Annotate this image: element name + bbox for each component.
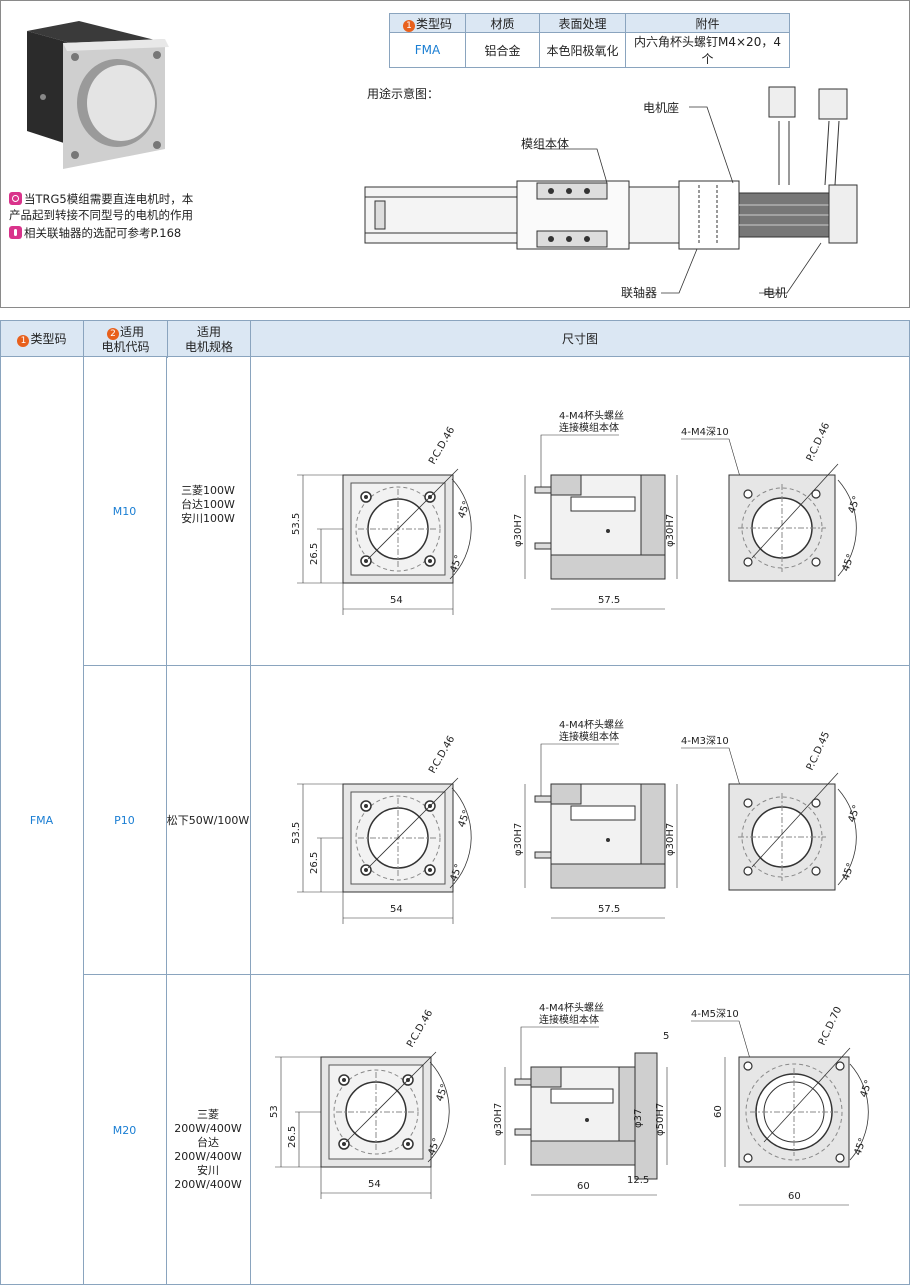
row1-code: M10 bbox=[112, 505, 137, 518]
grid-line bbox=[83, 974, 910, 975]
rear-angle-label: 45° bbox=[858, 1079, 874, 1099]
flange-dim: 12.5 bbox=[627, 1175, 649, 1186]
label-coupling: 联轴器 bbox=[621, 286, 658, 300]
rear-angle-label-2: 45° bbox=[840, 862, 856, 882]
front-view bbox=[342, 777, 472, 893]
rear-view bbox=[728, 463, 857, 582]
half-height-dim: 26.5 bbox=[309, 852, 320, 874]
grid-line bbox=[0, 357, 1, 1285]
product-photo bbox=[27, 21, 169, 169]
side-width-dim: 57.5 bbox=[598, 595, 620, 606]
width-dim: 54 bbox=[390, 904, 403, 915]
spec-header-surface: 表面处理 bbox=[539, 13, 626, 33]
screw-note: 4-M4杯头螺丝 bbox=[559, 409, 624, 422]
spec-header-accessory: 附件 bbox=[625, 13, 790, 33]
spec-accessory: 内六角杯头螺钉M4×20，4个 bbox=[625, 32, 790, 68]
row2-code: P10 bbox=[114, 814, 135, 827]
spec-material: 铝合金 bbox=[465, 32, 540, 68]
spec-row: FMA 铝合金 本色阳极氧化 内六角杯头螺钉M4×20，4个 bbox=[389, 32, 790, 68]
width-dim: 54 bbox=[390, 595, 403, 606]
spec-type-code: FMA bbox=[389, 32, 466, 68]
grid-line bbox=[83, 665, 910, 666]
bore-dim: φ30H7 bbox=[513, 823, 524, 856]
bore-dim-2: φ30H7 bbox=[665, 514, 676, 547]
note-coupling-ref: 相关联轴器的选配可参考P.168 bbox=[9, 225, 181, 241]
inner-dim: φ37 bbox=[633, 1109, 644, 1128]
screw-note-2: 连接模组本体 bbox=[539, 1013, 599, 1026]
screw-note: 4-M4杯头螺丝 bbox=[539, 1001, 604, 1014]
grid-line bbox=[166, 357, 167, 1285]
front-view bbox=[342, 468, 472, 584]
bore-dim: φ30H7 bbox=[513, 514, 524, 547]
tap-note: 4-M4深10 bbox=[681, 426, 729, 438]
grid-line bbox=[83, 357, 84, 1285]
rear-height-dim: 60 bbox=[713, 1105, 724, 1118]
side-width-dim: 60 bbox=[577, 1181, 590, 1192]
side-view bbox=[534, 474, 666, 580]
screw-note: 4-M4杯头螺丝 bbox=[559, 718, 624, 731]
pcd-label: P.C.D.46 bbox=[427, 425, 457, 466]
rear-width-dim: 60 bbox=[788, 1191, 801, 1202]
side-view bbox=[534, 783, 666, 889]
half-height-dim: 26.5 bbox=[287, 1126, 298, 1148]
info-icon bbox=[9, 192, 22, 205]
header-motor-spec: 适用 电机规格 bbox=[168, 321, 251, 358]
note-direct-motor: 当TRG5模组需要直连电机时，本 bbox=[9, 191, 193, 207]
height-dim: 53.5 bbox=[291, 822, 302, 844]
rear-view bbox=[738, 1047, 869, 1168]
rear-angle-label: 45° bbox=[846, 495, 862, 515]
rear-pcd-label: P.C.D.46 bbox=[805, 421, 832, 463]
height-dim: 53.5 bbox=[291, 513, 302, 535]
width-dim: 54 bbox=[368, 1179, 381, 1190]
label-motor: 电机 bbox=[763, 286, 788, 300]
rear-angle-label-2: 45° bbox=[852, 1137, 868, 1157]
rear-angle-label-2: 45° bbox=[840, 553, 856, 573]
usage-diagram bbox=[364, 86, 858, 294]
label-motor-seat: 电机座 bbox=[643, 101, 680, 115]
usage-title: 用途示意图： bbox=[367, 87, 440, 101]
side-view bbox=[514, 1052, 658, 1180]
drawing-row-2: P.C.D.46 45° 45° 53.5 26.5 54 57.5 φ30H7 φ30H7 4-… bbox=[291, 718, 863, 924]
thickness-dim: 5 bbox=[663, 1031, 669, 1042]
rear-pcd-label: P.C.D.70 bbox=[817, 1005, 844, 1047]
side-width-dim: 57.5 bbox=[598, 904, 620, 915]
bore-dim-2: φ50H7 bbox=[655, 1103, 666, 1136]
screw-note-2: 连接模组本体 bbox=[559, 421, 619, 434]
bore-dim: φ30H7 bbox=[493, 1103, 504, 1136]
row3-spec: 三菱200W/400W 台达200W/400W 安川200W/400W bbox=[174, 1108, 242, 1191]
row3-code: M20 bbox=[112, 1124, 137, 1137]
screw-note-2: 连接模组本体 bbox=[559, 730, 619, 743]
front-view bbox=[320, 1051, 450, 1168]
type-code-value: FMA bbox=[29, 814, 54, 827]
row1-spec: 三菱100W 台达100W 安川100W bbox=[181, 484, 235, 525]
warning-icon bbox=[9, 226, 22, 239]
row2-spec: 松下50W/100W bbox=[166, 814, 250, 827]
tap-note: 4-M5深10 bbox=[691, 1008, 739, 1020]
top-section: 当TRG5模组需要直连电机时，本 产品起到转接不同型号的电机的作用 相关联轴器的… bbox=[0, 0, 910, 308]
grid-line bbox=[250, 357, 251, 1285]
rear-pcd-label: P.C.D.45 bbox=[805, 730, 832, 772]
bore-dim-2: φ30H7 bbox=[665, 823, 676, 856]
header-drawing: 尺寸图 bbox=[561, 332, 598, 346]
drawing-row-3: P.C.D.46 45° 45° 53 26.5 54 60 φ30H7 φ50H7 φ37 12.… bbox=[269, 1001, 875, 1206]
pcd-label: P.C.D.46 bbox=[427, 734, 457, 775]
rear-angle-label: 45° bbox=[846, 804, 862, 824]
drawing-row-1: P.C.D.46 45° 45° 53.5 26.5 54 57.5 φ30H7 φ30H7 4-… bbox=[291, 409, 863, 615]
spec-surface: 本色阳极氧化 bbox=[539, 32, 626, 68]
note-direct-motor-2: 产品起到转接不同型号的电机的作用 bbox=[9, 208, 193, 222]
pcd-label: P.C.D.46 bbox=[405, 1008, 435, 1049]
label-module-body: 模组本体 bbox=[521, 137, 570, 151]
half-height-dim: 26.5 bbox=[309, 543, 320, 565]
height-dim: 53 bbox=[269, 1105, 280, 1118]
spec-header-material: 材质 bbox=[465, 13, 540, 33]
rear-view bbox=[728, 772, 857, 891]
tap-note: 4-M3深10 bbox=[681, 735, 729, 747]
